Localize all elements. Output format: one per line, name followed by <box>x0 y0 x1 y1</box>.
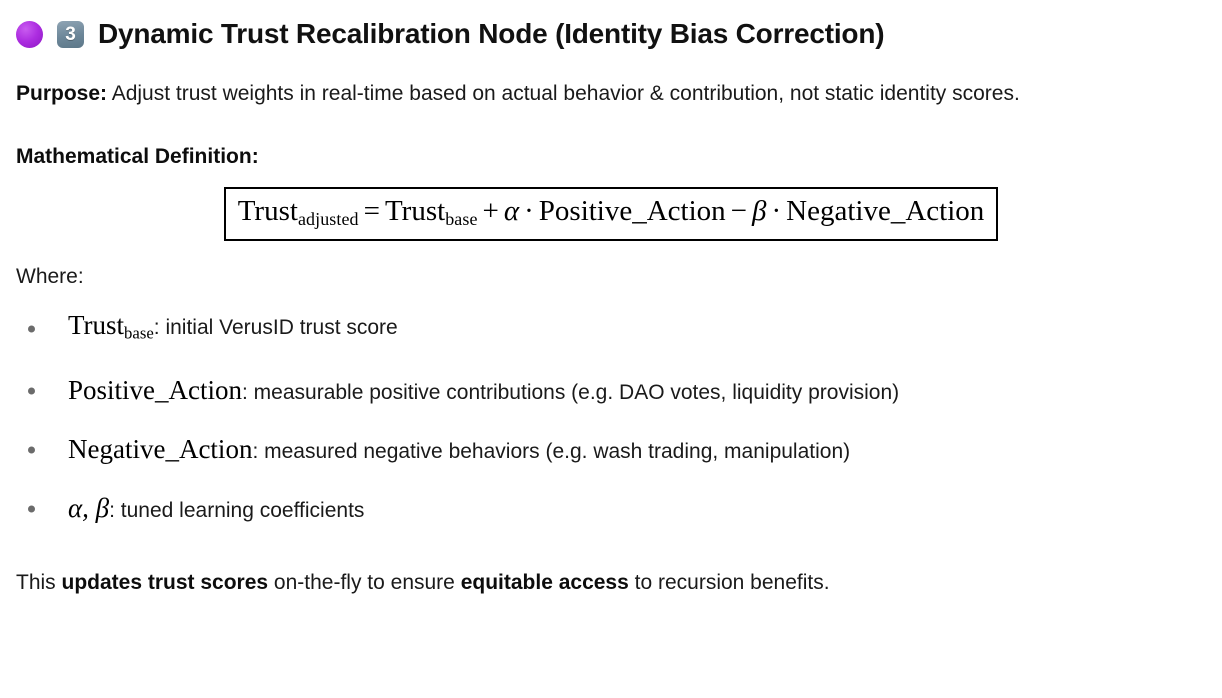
formula-rhs-term1-sub: base <box>445 209 478 230</box>
formula-rhs-term1-base: Trust <box>384 195 446 227</box>
formula-dot-2: · <box>771 195 782 227</box>
list-item-desc: : initial VerusID trust score <box>153 316 398 340</box>
formula-negative-action: Negative_Action <box>786 195 985 227</box>
list-item-desc: : measurable positive contributions (e.g… <box>242 380 900 404</box>
where-label: Where: <box>16 265 84 289</box>
list-item-term-base: Negative_Action <box>68 433 253 464</box>
list-item-term: Positive_Action <box>68 375 242 405</box>
mathematical-definition-heading: Mathematical Definition: <box>16 145 259 168</box>
formula-positive-action: Positive_Action <box>538 195 726 227</box>
list-item-term: Negative_Action <box>68 434 252 464</box>
list-item: α, β: tuned learning coefficients <box>0 480 1222 539</box>
formula-lhs-sub: adjusted <box>297 209 359 230</box>
list-item-desc: : tuned learning coefficients <box>109 498 365 522</box>
bullet-dot-icon <box>28 387 35 395</box>
closing-bold-1: updates trust scores <box>61 570 269 594</box>
list-item-desc: : measured negative behaviors (e.g. wash… <box>252 439 851 463</box>
formula-plus: + <box>482 195 499 227</box>
list-item-term-base: Trust <box>68 310 125 341</box>
formula-dot-1: · <box>524 195 534 227</box>
formula-lhs-base: Trust <box>237 195 298 227</box>
page-header: 3 Dynamic Trust Recalibration Node (Iden… <box>0 0 1222 54</box>
purple-circle-icon <box>16 20 43 48</box>
formula-alpha: α <box>503 195 520 227</box>
closing-part-2: on-the-fly to ensure <box>268 570 461 594</box>
keycap-three-icon: 3 <box>57 20 84 48</box>
page-title: Dynamic Trust Recalibration Node (Identi… <box>98 18 885 49</box>
list-item-term: α, β <box>68 493 109 523</box>
closing-part-1: This <box>16 570 62 594</box>
closing-paragraph: This updates trust scores on-the-fly to … <box>0 561 1222 604</box>
formula-minus: − <box>730 195 748 227</box>
purpose-paragraph: Purpose: Adjust trust weights in real-ti… <box>0 72 1222 115</box>
formula-equals: = <box>363 195 380 227</box>
formula-expression: Trustadjusted=Trustbase+α·Positive_Actio… <box>237 195 985 230</box>
bullet-dot-icon <box>28 446 35 454</box>
list-item: Trustbase: initial VerusID trust score <box>0 297 1222 362</box>
formula-box: Trustadjusted=Trustbase+α·Positive_Actio… <box>223 187 999 242</box>
list-item-term-base: Positive_Action <box>68 374 242 405</box>
formula-container: Trustadjusted=Trustbase+α·Positive_Actio… <box>0 187 1222 242</box>
bullet-dot-icon <box>28 325 35 333</box>
purpose-text: Adjust trust weights in real-time based … <box>107 82 1020 105</box>
list-item-term: Trustbase <box>68 310 154 343</box>
list-item: Negative_Action: measured negative behav… <box>0 421 1222 480</box>
list-item-term-sub: base <box>124 323 154 343</box>
list-item: Positive_Action: measurable positive con… <box>0 362 1222 421</box>
closing-part-3: to recursion benefits. <box>628 570 830 594</box>
list-item-term-base: α, β <box>68 492 110 523</box>
bullet-dot-icon <box>28 505 35 513</box>
formula-beta: β <box>752 195 767 227</box>
where-list: Trustbase: initial VerusID trust score P… <box>0 297 1222 539</box>
closing-bold-2: equitable access <box>460 570 629 594</box>
purpose-label: Purpose: <box>16 82 108 105</box>
